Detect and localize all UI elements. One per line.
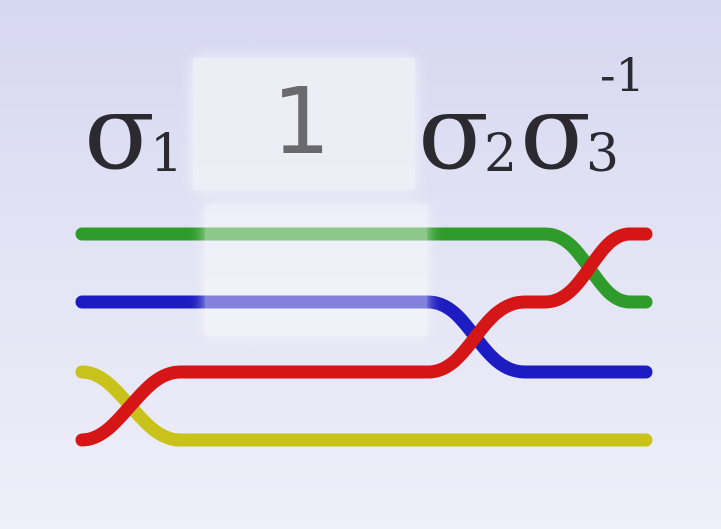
sigma-1-base: σ <box>84 71 155 193</box>
sigma-1-subscript: 1 <box>150 124 184 184</box>
identity-highlight-strands <box>205 205 427 335</box>
identity-element: 1 <box>272 68 331 175</box>
sigma-2-subscript: 2 <box>484 124 518 184</box>
sigma-3-subscript: 3 <box>586 124 620 184</box>
sigma-2-base: σ <box>418 71 489 193</box>
sigma-3-base: σ <box>520 71 591 193</box>
red-strand <box>75 227 653 447</box>
sigma-3-superscript: -1 <box>600 48 645 102</box>
identity-highlight-box <box>193 58 415 190</box>
yellow-strand <box>75 365 653 447</box>
